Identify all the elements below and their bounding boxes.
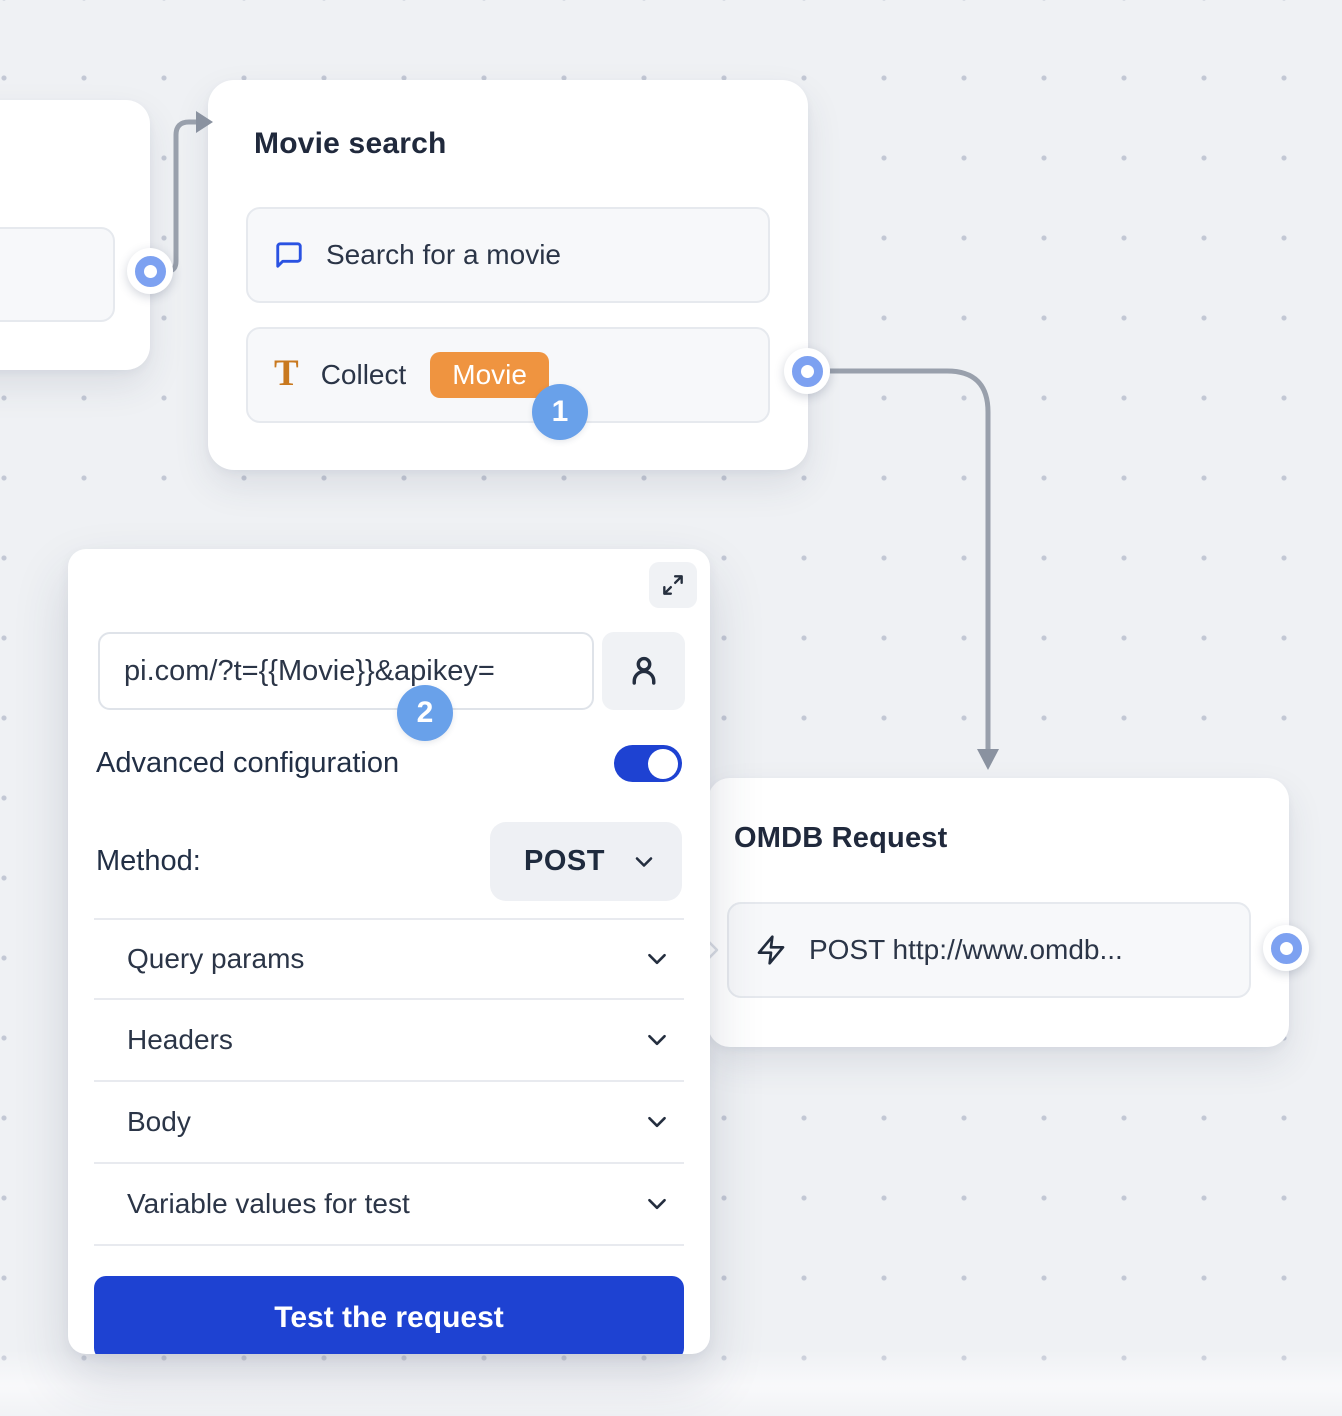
method-value: POST [524, 845, 605, 877]
node-card-movie-search[interactable]: Movie search Search for a movie T Collec… [208, 80, 808, 470]
section-label: Query params [127, 943, 305, 974]
expand-icon [660, 572, 686, 598]
row-label: Search for a movie [326, 239, 561, 270]
variable-badge: Movie [430, 352, 549, 398]
expand-button[interactable] [649, 562, 697, 608]
chat-bubble-icon [274, 240, 304, 270]
person-icon [626, 653, 662, 689]
test-request-button[interactable]: Test the request [94, 1276, 684, 1354]
output-port-movie-search[interactable] [784, 348, 830, 394]
port-ring [791, 355, 823, 387]
arrowhead-into-omdb [977, 749, 999, 770]
row-label: Collect [320, 359, 407, 390]
chevron-down-icon [632, 850, 656, 874]
text-type-icon: T [274, 353, 299, 394]
section-label: Body [127, 1106, 191, 1137]
output-port-partial-card[interactable] [127, 248, 173, 294]
section-label: Variable values for test [127, 1188, 410, 1219]
node-title: OMDB Request [734, 822, 948, 854]
node-row-partial[interactable] [0, 227, 115, 322]
toggle-knob [648, 748, 678, 779]
chevron-down-icon [644, 1027, 670, 1053]
row-label: POST http://www.omdb... [809, 934, 1123, 965]
section-variable-values[interactable]: Variable values for test [94, 1164, 684, 1246]
lightning-icon [755, 934, 787, 966]
port-ring [134, 255, 166, 287]
request-url-input[interactable] [98, 632, 594, 710]
port-ring [1270, 932, 1302, 964]
method-dropdown[interactable]: POST [490, 822, 682, 901]
section-headers[interactable]: Headers [94, 1000, 684, 1082]
variable-insert-button[interactable] [602, 632, 685, 710]
canvas-bottom-fade [0, 1350, 1342, 1416]
node-card-omdb-request[interactable]: OMDB Request POST http://www.omdb... [708, 778, 1289, 1047]
connector-movie-to-omdb [824, 368, 991, 753]
output-port-omdb-request[interactable] [1263, 925, 1309, 971]
node-title: Movie search [254, 127, 447, 160]
chevron-down-icon [644, 946, 670, 972]
advanced-configuration-label: Advanced configuration [96, 747, 400, 779]
step-badge-2: 2 [397, 685, 453, 741]
section-body[interactable]: Body [94, 1082, 684, 1164]
advanced-configuration-toggle[interactable] [614, 745, 682, 782]
collapsible-sections: Query params Headers Body Variable value… [94, 918, 684, 1246]
section-label: Headers [127, 1024, 233, 1055]
node-card-partial[interactable] [0, 100, 150, 370]
connector-into-movie-search [156, 119, 200, 274]
node-row-send-message[interactable]: Search for a movie [246, 207, 770, 303]
method-label: Method: [96, 845, 201, 877]
chevron-down-icon [644, 1109, 670, 1135]
node-row-webhook[interactable]: POST http://www.omdb... [727, 902, 1251, 998]
node-row-collect-input[interactable]: T Collect Movie [246, 327, 770, 423]
step-badge-1: 1 [532, 384, 588, 440]
section-query-params[interactable]: Query params [94, 918, 684, 1000]
webhook-editor-panel: Advanced configuration Method: POST Quer… [68, 549, 710, 1354]
chevron-down-icon [644, 1191, 670, 1217]
